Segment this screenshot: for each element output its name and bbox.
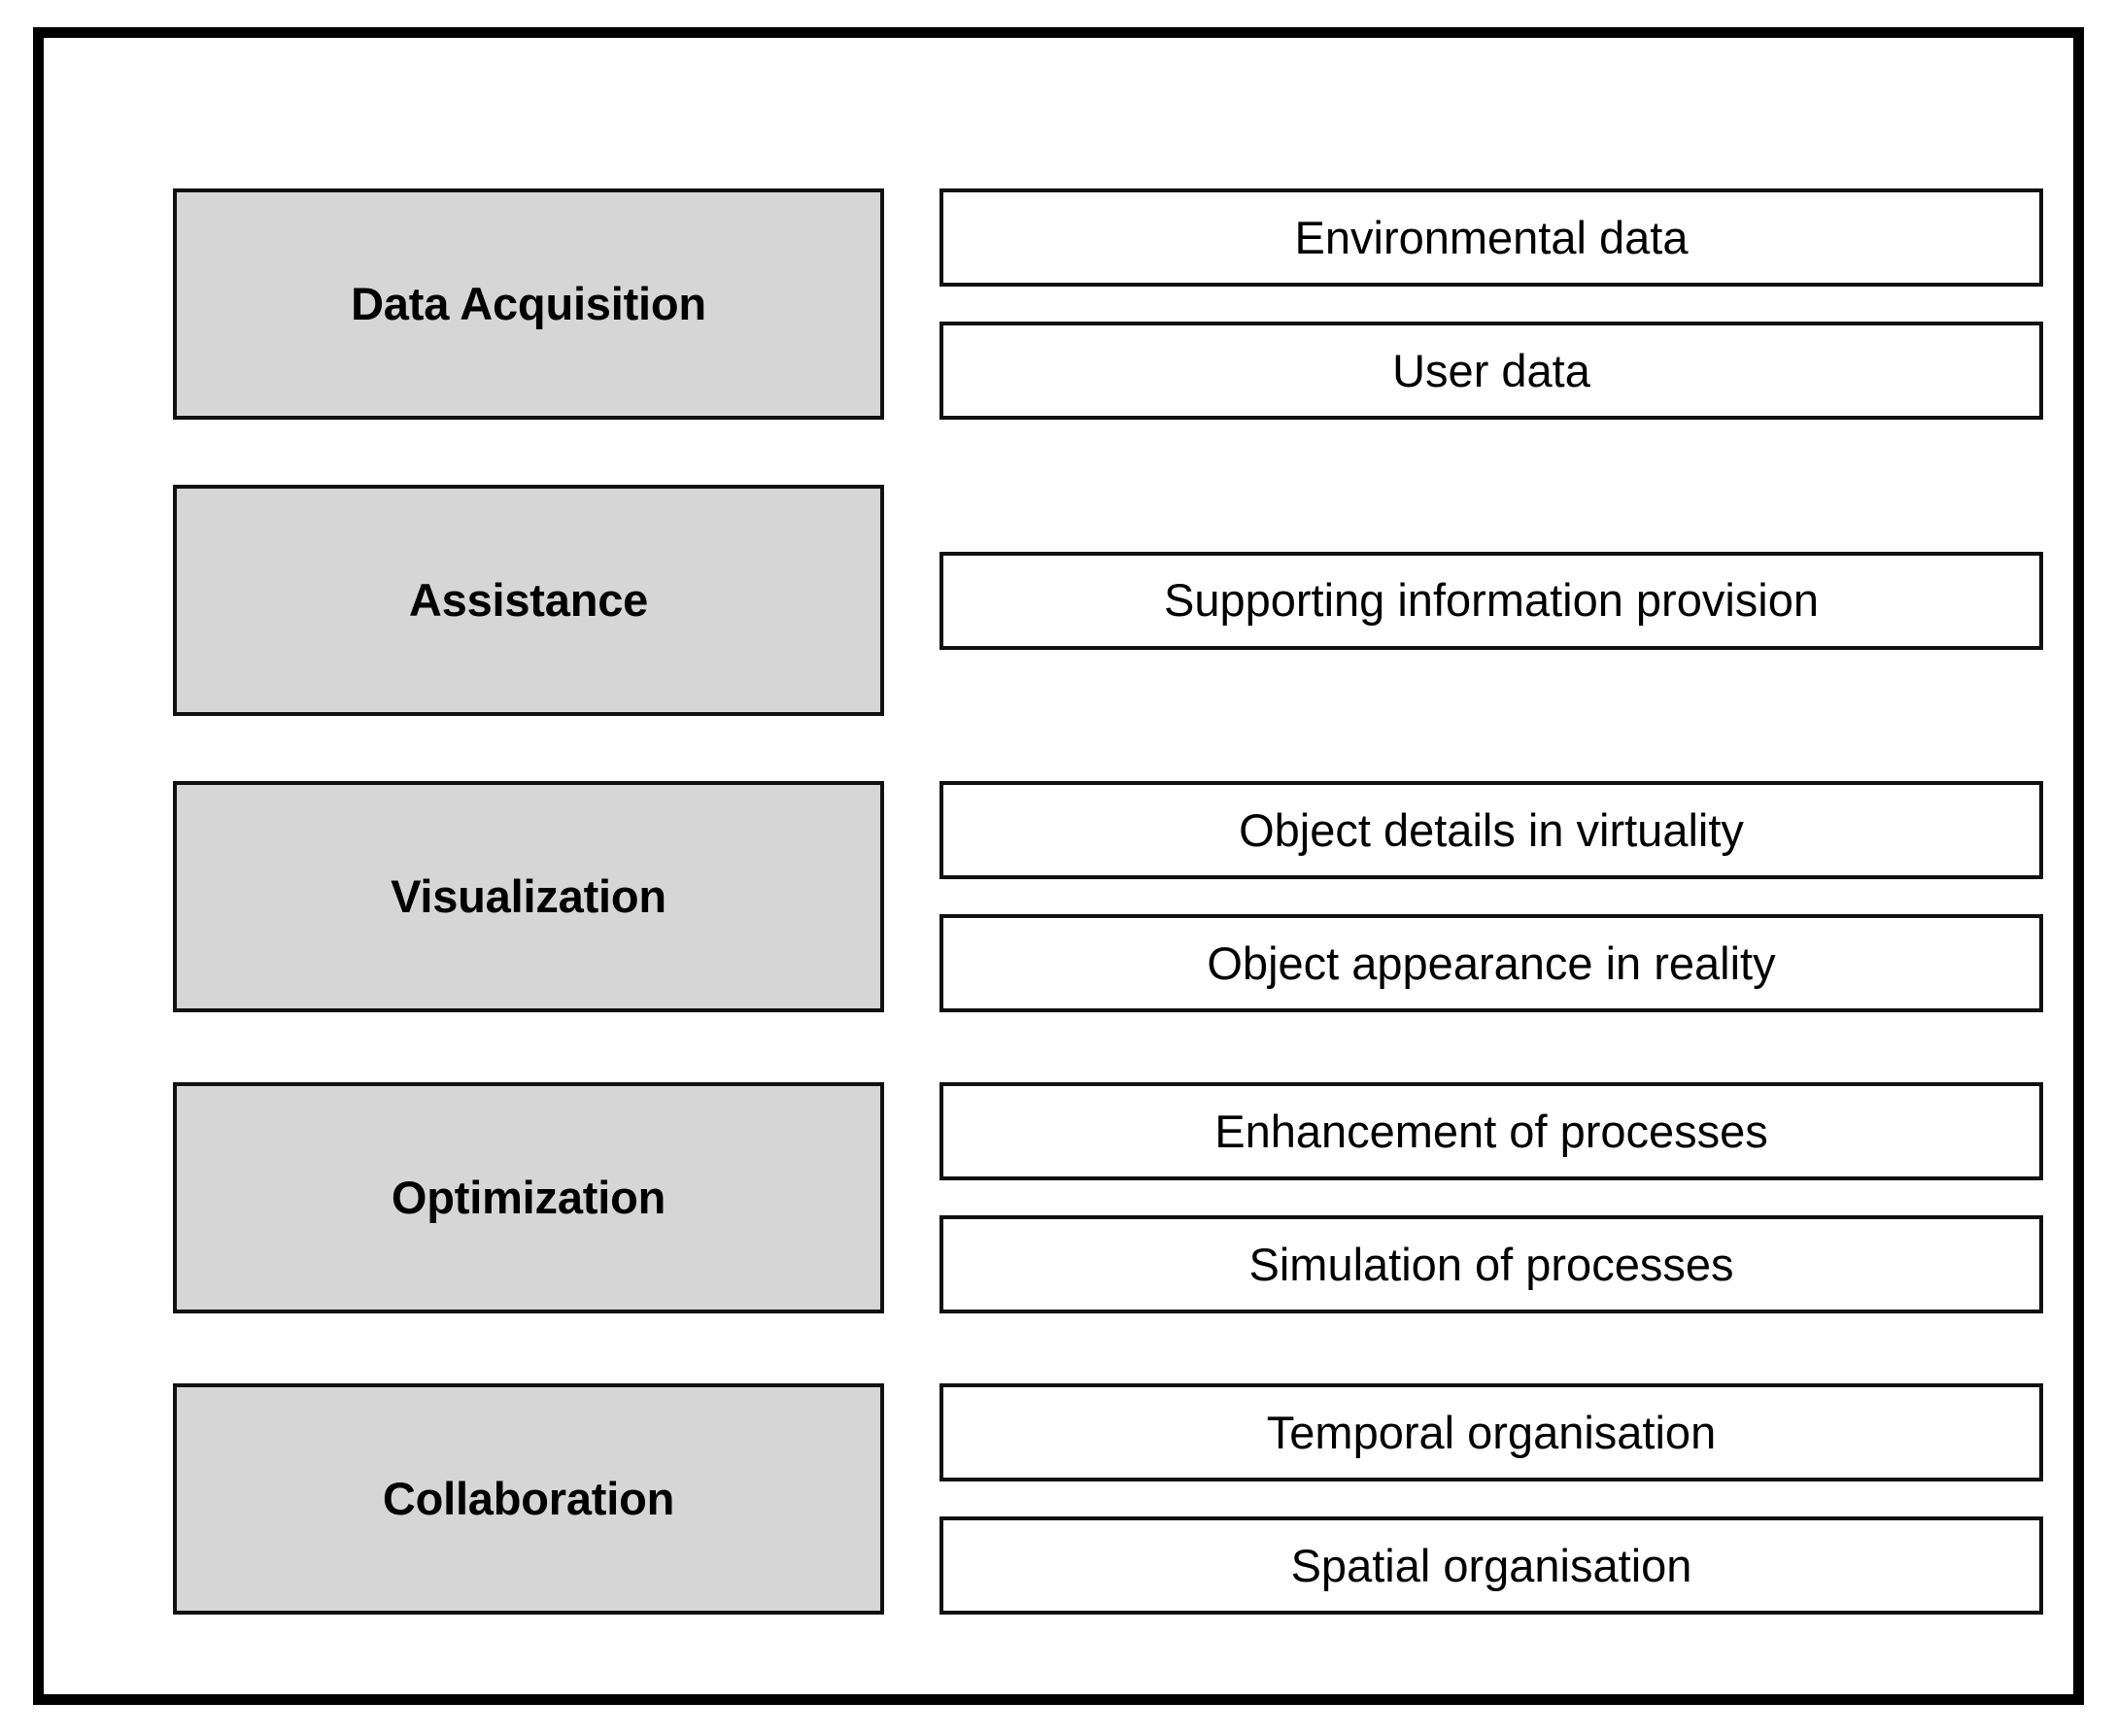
item-label: Enhancement of processes [1214, 1105, 1768, 1157]
category-row-visualization: Visualization Object details in virtuali… [173, 781, 2043, 1012]
items-column-assistance: Supporting information provision [939, 485, 2043, 716]
item-box-user-data[interactable]: User data [939, 322, 2043, 420]
item-box-simulation-of-processes[interactable]: Simulation of processes [939, 1215, 2043, 1313]
item-box-supporting-information-provision[interactable]: Supporting information provision [939, 551, 2043, 650]
category-box-data-acquisition[interactable]: Data Acquisition [173, 188, 884, 420]
item-box-object-appearance-in-reality[interactable]: Object appearance in reality [939, 914, 2043, 1012]
category-row-assistance: Assistance Supporting information provis… [173, 485, 2043, 716]
category-label: Assistance [408, 574, 649, 627]
items-column-collaboration: Temporal organisation Spatial organisati… [939, 1383, 2043, 1615]
category-grid: Data Acquisition Environmental data User… [173, 188, 2043, 1617]
item-box-object-details-in-virtuality[interactable]: Object details in virtuality [939, 781, 2043, 879]
item-label: Object details in virtuality [1239, 803, 1744, 856]
item-label: Spatial organisation [1290, 1539, 1692, 1591]
items-column-visualization: Object details in virtuality Object appe… [939, 781, 2043, 1012]
item-label: Supporting information provision [1163, 574, 1820, 627]
item-box-enhancement-of-processes[interactable]: Enhancement of processes [939, 1082, 2043, 1180]
category-box-visualization[interactable]: Visualization [173, 781, 884, 1012]
category-box-assistance[interactable]: Assistance [173, 485, 884, 716]
category-box-optimization[interactable]: Optimization [173, 1082, 884, 1313]
item-label: Environmental data [1294, 211, 1689, 263]
item-box-environmental-data[interactable]: Environmental data [939, 188, 2043, 287]
item-box-temporal-organisation[interactable]: Temporal organisation [939, 1383, 2043, 1481]
category-label: Data Acquisition [351, 278, 706, 330]
item-label: Object appearance in reality [1207, 936, 1776, 989]
category-label: Visualization [391, 870, 666, 923]
category-row-optimization: Optimization Enhancement of processes Si… [173, 1082, 2043, 1313]
category-label: Collaboration [382, 1473, 675, 1525]
item-box-spatial-organisation[interactable]: Spatial organisation [939, 1516, 2043, 1615]
category-row-collaboration: Collaboration Temporal organisation Spat… [173, 1383, 2043, 1615]
items-column-data-acquisition: Environmental data User data [939, 188, 2043, 420]
category-label: Optimization [391, 1172, 666, 1224]
category-box-collaboration[interactable]: Collaboration [173, 1383, 884, 1615]
items-column-optimization: Enhancement of processes Simulation of p… [939, 1082, 2043, 1313]
item-label: Simulation of processes [1248, 1238, 1734, 1290]
item-label: Temporal organisation [1266, 1406, 1717, 1458]
category-row-data-acquisition: Data Acquisition Environmental data User… [173, 188, 2043, 420]
outer-frame-border: Data Acquisition Environmental data User… [33, 27, 2084, 1705]
item-label: User data [1392, 344, 1590, 396]
